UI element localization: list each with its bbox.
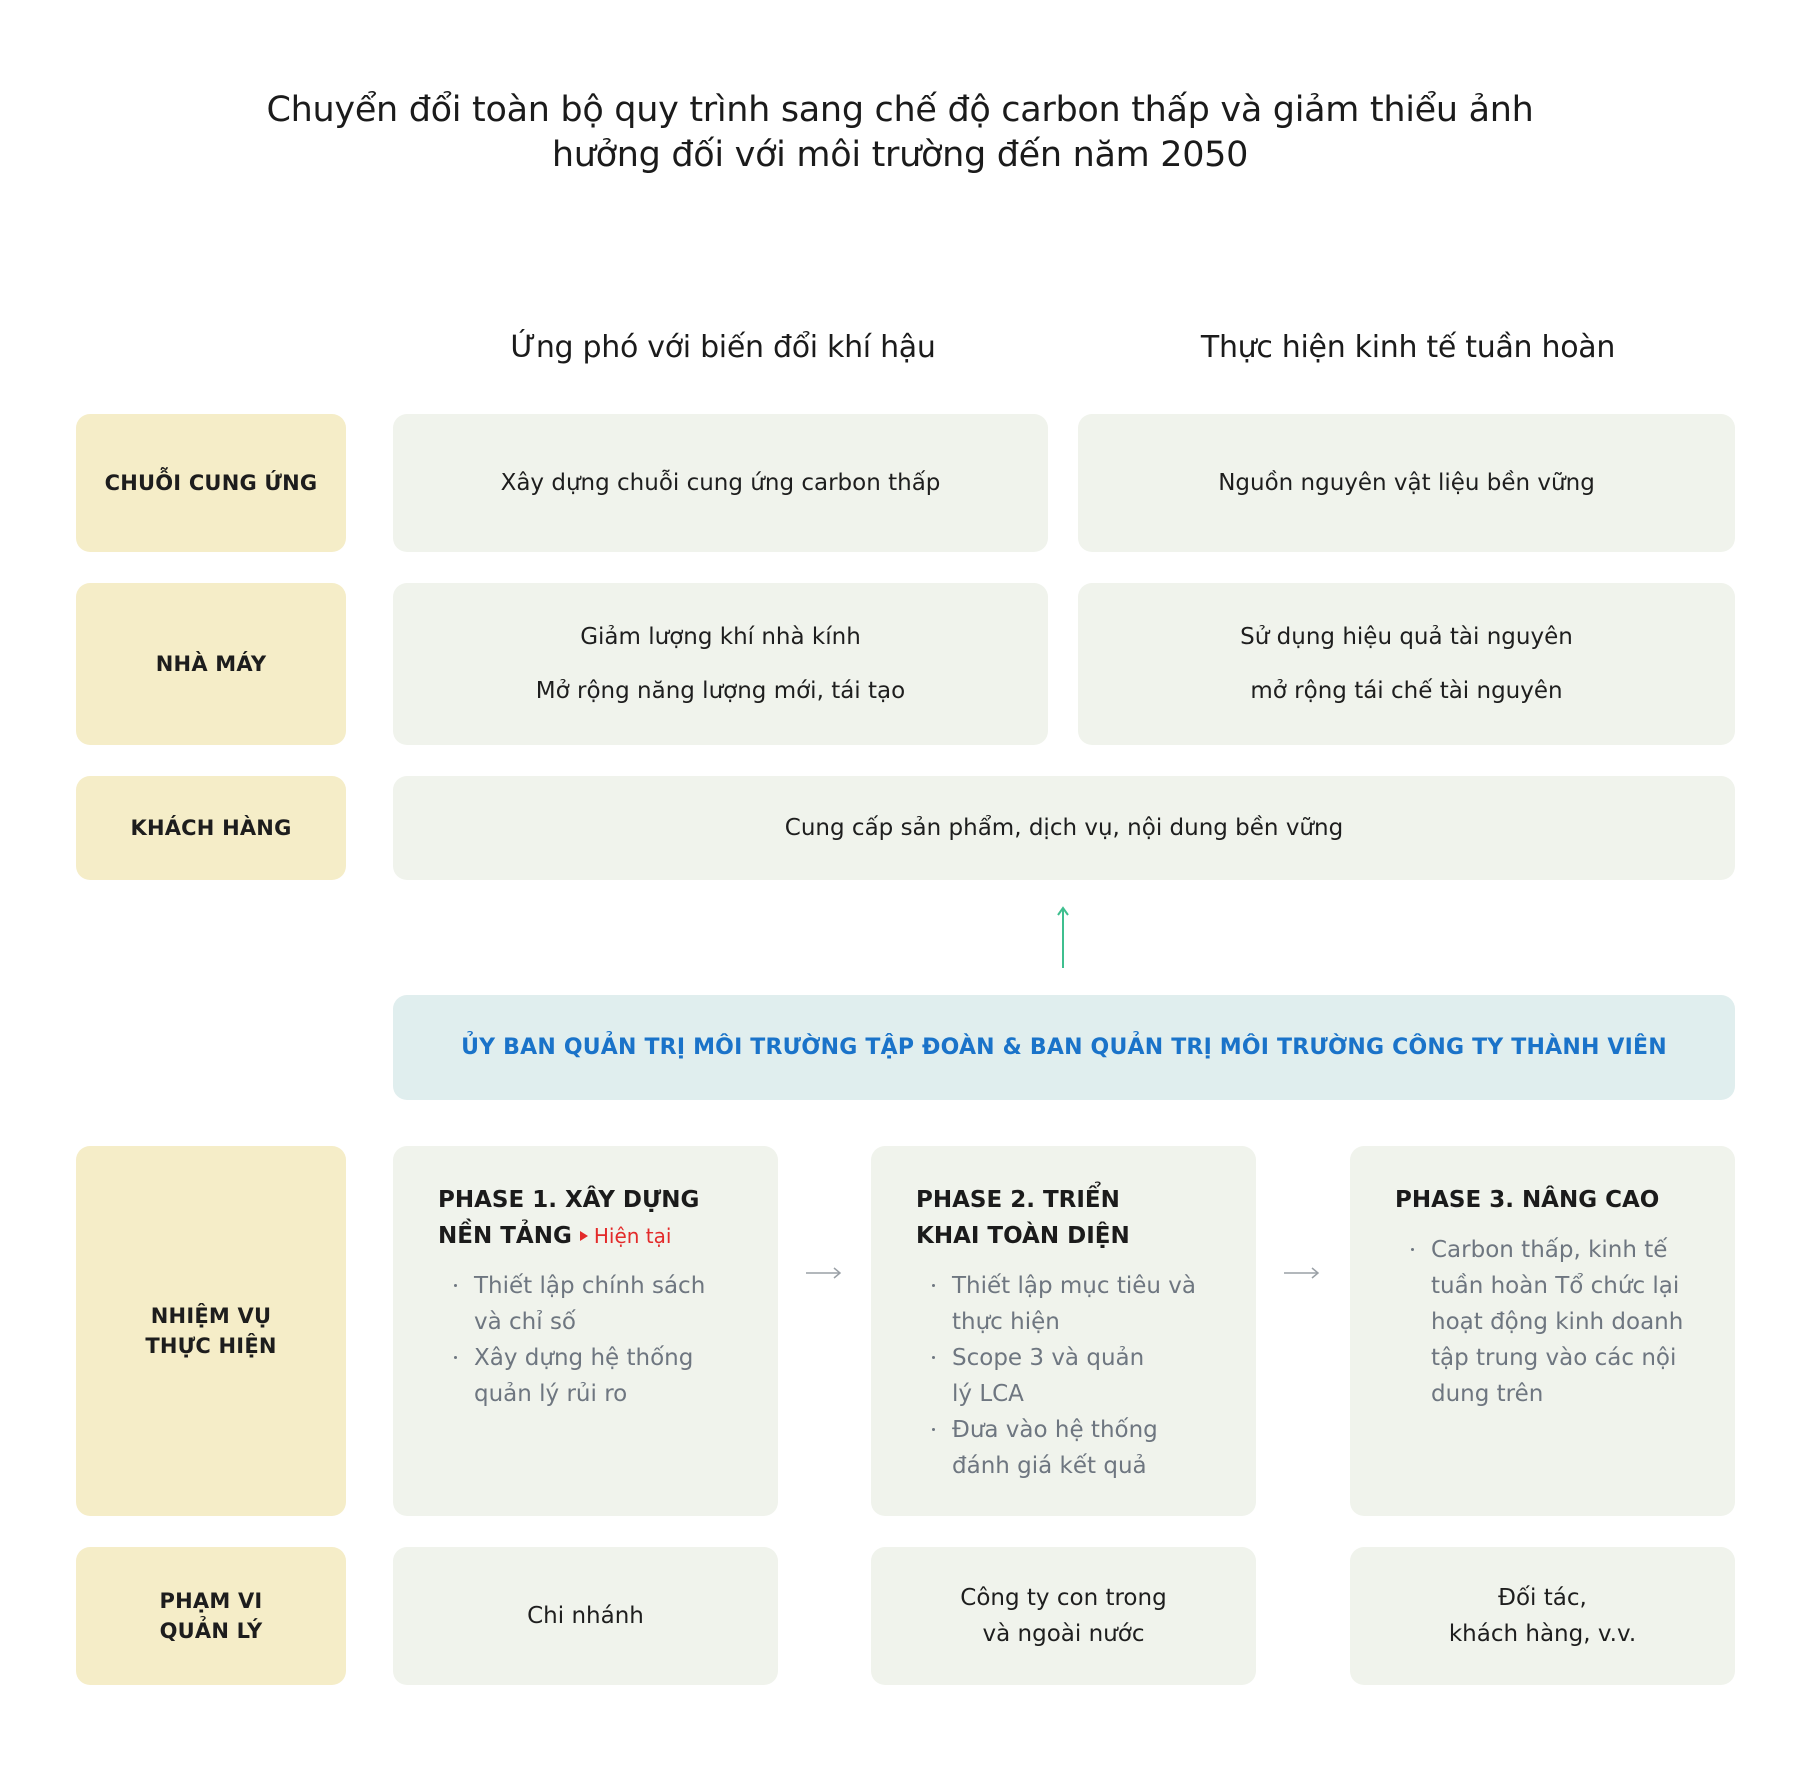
row-label-scope-line-2: QUẢN LÝ bbox=[159, 1619, 263, 1643]
phase-3-title-line-1: PHASE 3. NÂNG CAO bbox=[1395, 1187, 1660, 1213]
list-item: Thiết lập chính sách và chỉ số bbox=[438, 1268, 738, 1340]
phase-3-title: PHASE 3. NÂNG CAO bbox=[1395, 1182, 1695, 1218]
row-label-tasks-line-1: NHIỆM VỤ bbox=[150, 1304, 272, 1328]
factory-climate-line-2: Mở rộng năng lượng mới, tái tạo bbox=[535, 678, 906, 704]
phase-1-title-line-2: NỀN TẢNG Hiện tại bbox=[438, 1218, 738, 1254]
phase-1-title-line-1: PHASE 1. XÂY DỰNG bbox=[438, 1187, 700, 1213]
scope-cell-branch: Chi nhánh bbox=[393, 1547, 778, 1685]
triangle-right-icon bbox=[579, 1231, 588, 1241]
row-label-factory-text: NHÀ MÁY bbox=[155, 652, 267, 676]
phase-1-card: PHASE 1. XÂY DỰNG NỀN TẢNG Hiện tại Thiết… bbox=[393, 1146, 778, 1516]
row-label-supply-chain: CHUỖI CUNG ỨNG bbox=[76, 414, 346, 552]
row-label-factory: NHÀ MÁY bbox=[76, 583, 346, 745]
supply-chain-climate-cell: Xây dựng chuỗi cung ứng carbon thấp bbox=[393, 414, 1048, 552]
list-item: Thiết lập mục tiêu và thực hiện bbox=[916, 1268, 1216, 1340]
factory-circular-line-1: Sử dụng hiệu quả tài nguyên bbox=[1240, 624, 1573, 650]
column-header-circular: Thực hiện kinh tế tuần hoàn bbox=[1200, 330, 1616, 365]
list-item: Xây dựng hệ thống quản lý rủi ro bbox=[438, 1340, 738, 1412]
factory-circular-line-2: mở rộng tái chế tài nguyên bbox=[1250, 678, 1563, 704]
scope-cell-partners: Đối tác, khách hàng, v.v. bbox=[1350, 1547, 1735, 1685]
phase-2-card: PHASE 2. TRIỂN KHAI TOÀN DIỆN Thiết lập … bbox=[871, 1146, 1256, 1516]
phase-2-title: PHASE 2. TRIỂN KHAI TOÀN DIỆN bbox=[916, 1182, 1216, 1254]
row-label-customer-text: KHÁCH HÀNG bbox=[130, 816, 292, 840]
list-item: Carbon thấp, kinh tế tuần hoàn Tổ chức l… bbox=[1395, 1232, 1695, 1412]
list-item: Scope 3 và quản lý LCA bbox=[916, 1340, 1216, 1412]
phase-2-title-line-1: PHASE 2. TRIỂN bbox=[916, 1187, 1120, 1213]
supply-chain-circular-cell: Nguồn nguyên vật liệu bền vững bbox=[1078, 414, 1735, 552]
row-label-supply-chain-text: CHUỖI CUNG ỨNG bbox=[104, 471, 318, 495]
arrow-right-icon bbox=[1284, 1267, 1320, 1279]
row-label-customer: KHÁCH HÀNG bbox=[76, 776, 346, 880]
row-label-scope: PHẠM VI QUẢN LÝ bbox=[76, 1547, 346, 1685]
phase-1-title-line-2-text: NỀN TẢNG bbox=[438, 1223, 572, 1249]
phase-1-items: Thiết lập chính sách và chỉ số Xây dựng … bbox=[438, 1268, 738, 1412]
column-header-climate: Ứng phó với biến đổi khí hậu bbox=[510, 330, 936, 365]
customer-cell: Cung cấp sản phẩm, dịch vụ, nội dung bền… bbox=[393, 776, 1735, 880]
phase-2-items: Thiết lập mục tiêu và thực hiện Scope 3 … bbox=[916, 1268, 1216, 1484]
factory-climate-cell: Giảm lượng khí nhà kính Mở rộng năng lượ… bbox=[393, 583, 1048, 745]
row-label-tasks: NHIỆM VỤ THỰC HIỆN bbox=[76, 1146, 346, 1516]
list-item: Đưa vào hệ thống đánh giá kết quả bbox=[916, 1412, 1216, 1484]
scope-partners-line-1: Đối tác, bbox=[1498, 1585, 1587, 1611]
scope-subsidiaries-line-2: và ngoài nước bbox=[982, 1621, 1145, 1647]
customer-text: Cung cấp sản phẩm, dịch vụ, nội dung bền… bbox=[784, 815, 1344, 841]
governance-bar: ỦY BAN QUẢN TRỊ MÔI TRƯỜNG TẬP ĐOÀN & BA… bbox=[393, 995, 1735, 1100]
row-label-tasks-line-2: THỰC HIỆN bbox=[145, 1334, 277, 1358]
factory-circular-cell: Sử dụng hiệu quả tài nguyên mở rộng tái … bbox=[1078, 583, 1735, 745]
phase-3-card: PHASE 3. NÂNG CAO Carbon thấp, kinh tế t… bbox=[1350, 1146, 1735, 1516]
arrow-up-icon bbox=[1057, 906, 1069, 968]
scope-partners-line-2: khách hàng, v.v. bbox=[1448, 1621, 1637, 1647]
current-phase-badge: Hiện tại bbox=[579, 1224, 672, 1248]
arrow-right-icon bbox=[806, 1267, 842, 1279]
page-title: Chuyển đổi toàn bộ quy trình sang chế độ… bbox=[200, 88, 1600, 178]
page-title-line-2: hưởng đối với môi trường đến năm 2050 bbox=[551, 135, 1249, 175]
phase-2-title-line-2: KHAI TOÀN DIỆN bbox=[916, 1223, 1130, 1249]
scope-cell-subsidiaries: Công ty con trong và ngoài nước bbox=[871, 1547, 1256, 1685]
phase-1-title: PHASE 1. XÂY DỰNG NỀN TẢNG Hiện tại bbox=[438, 1182, 738, 1254]
phase-3-items: Carbon thấp, kinh tế tuần hoàn Tổ chức l… bbox=[1395, 1232, 1695, 1412]
row-label-scope-line-1: PHẠM VI bbox=[159, 1589, 263, 1613]
supply-chain-circular-text: Nguồn nguyên vật liệu bền vững bbox=[1218, 470, 1595, 496]
scope-subsidiaries-line-1: Công ty con trong bbox=[960, 1585, 1167, 1611]
supply-chain-climate-text: Xây dựng chuỗi cung ứng carbon thấp bbox=[500, 470, 941, 496]
scope-branch-text: Chi nhánh bbox=[527, 1603, 644, 1629]
governance-text: ỦY BAN QUẢN TRỊ MÔI TRƯỜNG TẬP ĐOÀN & BA… bbox=[461, 1035, 1667, 1060]
factory-climate-line-1: Giảm lượng khí nhà kính bbox=[580, 624, 861, 650]
page-title-line-1: Chuyển đổi toàn bộ quy trình sang chế độ… bbox=[266, 90, 1534, 130]
current-phase-badge-text: Hiện tại bbox=[593, 1224, 672, 1248]
